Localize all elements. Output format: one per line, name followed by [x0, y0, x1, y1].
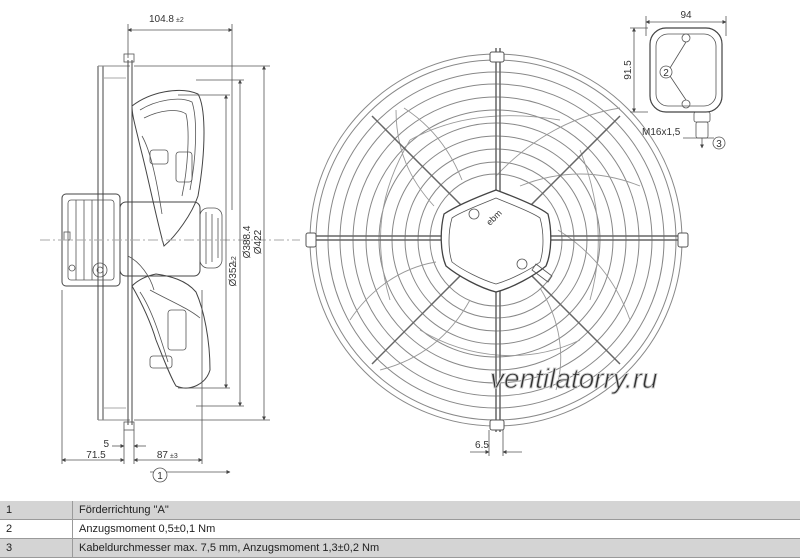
- front-view: ebm 6.5: [306, 48, 688, 456]
- dim-5: 5: [103, 439, 109, 450]
- dim-dia-352-tol: ±2: [231, 256, 238, 264]
- legend-number: 2: [0, 520, 73, 539]
- dim-dia-352: Ø352: [228, 262, 239, 287]
- callout-2: 2: [663, 68, 669, 79]
- legend-number: 3: [0, 539, 73, 558]
- legend-text: Kabeldurchmesser max. 7,5 mm, Anzugsmome…: [73, 539, 800, 558]
- dim-91-5: 91.5: [623, 60, 634, 80]
- legend-table: 1 Förderrichtung "A" 2 Anzugsmoment 0,5±…: [0, 501, 800, 558]
- callout-1: 1: [157, 471, 163, 482]
- dim-94: 94: [680, 10, 692, 21]
- legend-row: 1 Förderrichtung "A": [0, 501, 800, 520]
- dim-dia-388-4: Ø388.4: [242, 225, 253, 258]
- dim-71-5: 71.5: [86, 450, 106, 461]
- side-dimensions: 104.8 ±2 Ø422 Ø388.4 Ø352 ±2 5 71.5 87 ±…: [62, 14, 270, 482]
- watermark-text: ventilatorry.ru: [490, 363, 658, 394]
- legend-text: Förderrichtung "A": [73, 501, 800, 520]
- motor-plate: [441, 190, 551, 292]
- legend-row: 3 Kabeldurchmesser max. 7,5 mm, Anzugsmo…: [0, 539, 800, 558]
- legend-number: 1: [0, 501, 73, 520]
- callout-3: 3: [716, 139, 722, 150]
- technical-drawing: 104.8 ±2 Ø422 Ø388.4 Ø352 ±2 5 71.5 87 ±…: [0, 0, 800, 495]
- terminal-box-detail: 94 2 91.5 M16x1,5 3: [623, 10, 726, 150]
- dim-104-8-tol: ±2: [176, 17, 184, 24]
- dim-87-tol: ±3: [170, 453, 178, 460]
- dim-dia-422: Ø422: [253, 229, 264, 254]
- thread-label: M16x1,5: [642, 127, 681, 138]
- legend-row: 2 Anzugsmoment 0,5±0,1 Nm: [0, 520, 800, 539]
- legend-text: Anzugsmoment 0,5±0,1 Nm: [73, 520, 800, 539]
- dim-87: 87: [157, 450, 169, 461]
- dim-6-5: 6.5: [475, 440, 489, 451]
- dim-104-8: 104.8: [149, 14, 174, 25]
